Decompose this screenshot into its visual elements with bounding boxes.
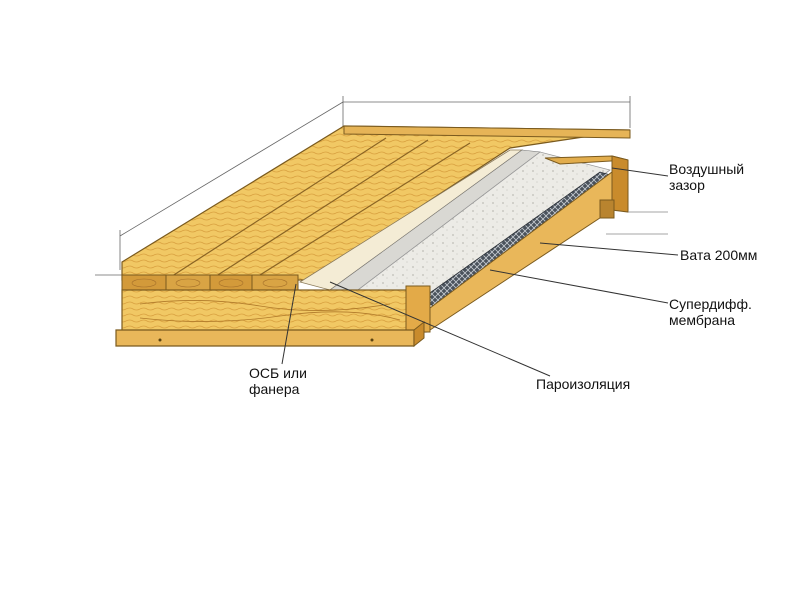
extension-lines (606, 211, 668, 235)
base-board (115, 320, 425, 348)
membrane-label: Супердифф. мембрана (669, 296, 752, 328)
vapor-barrier-label: Пароизоляция (536, 376, 631, 392)
floor-boards (121, 125, 631, 292)
air-gap-label: Воздушный зазор (669, 161, 745, 193)
leader-lines (281, 167, 679, 377)
dimension-lines (95, 96, 631, 276)
wool-label: Вата 200мм (680, 247, 758, 263)
front-joist (121, 285, 431, 333)
right-joist (429, 155, 629, 331)
osb-label: ОСБ или фанера (249, 365, 307, 397)
